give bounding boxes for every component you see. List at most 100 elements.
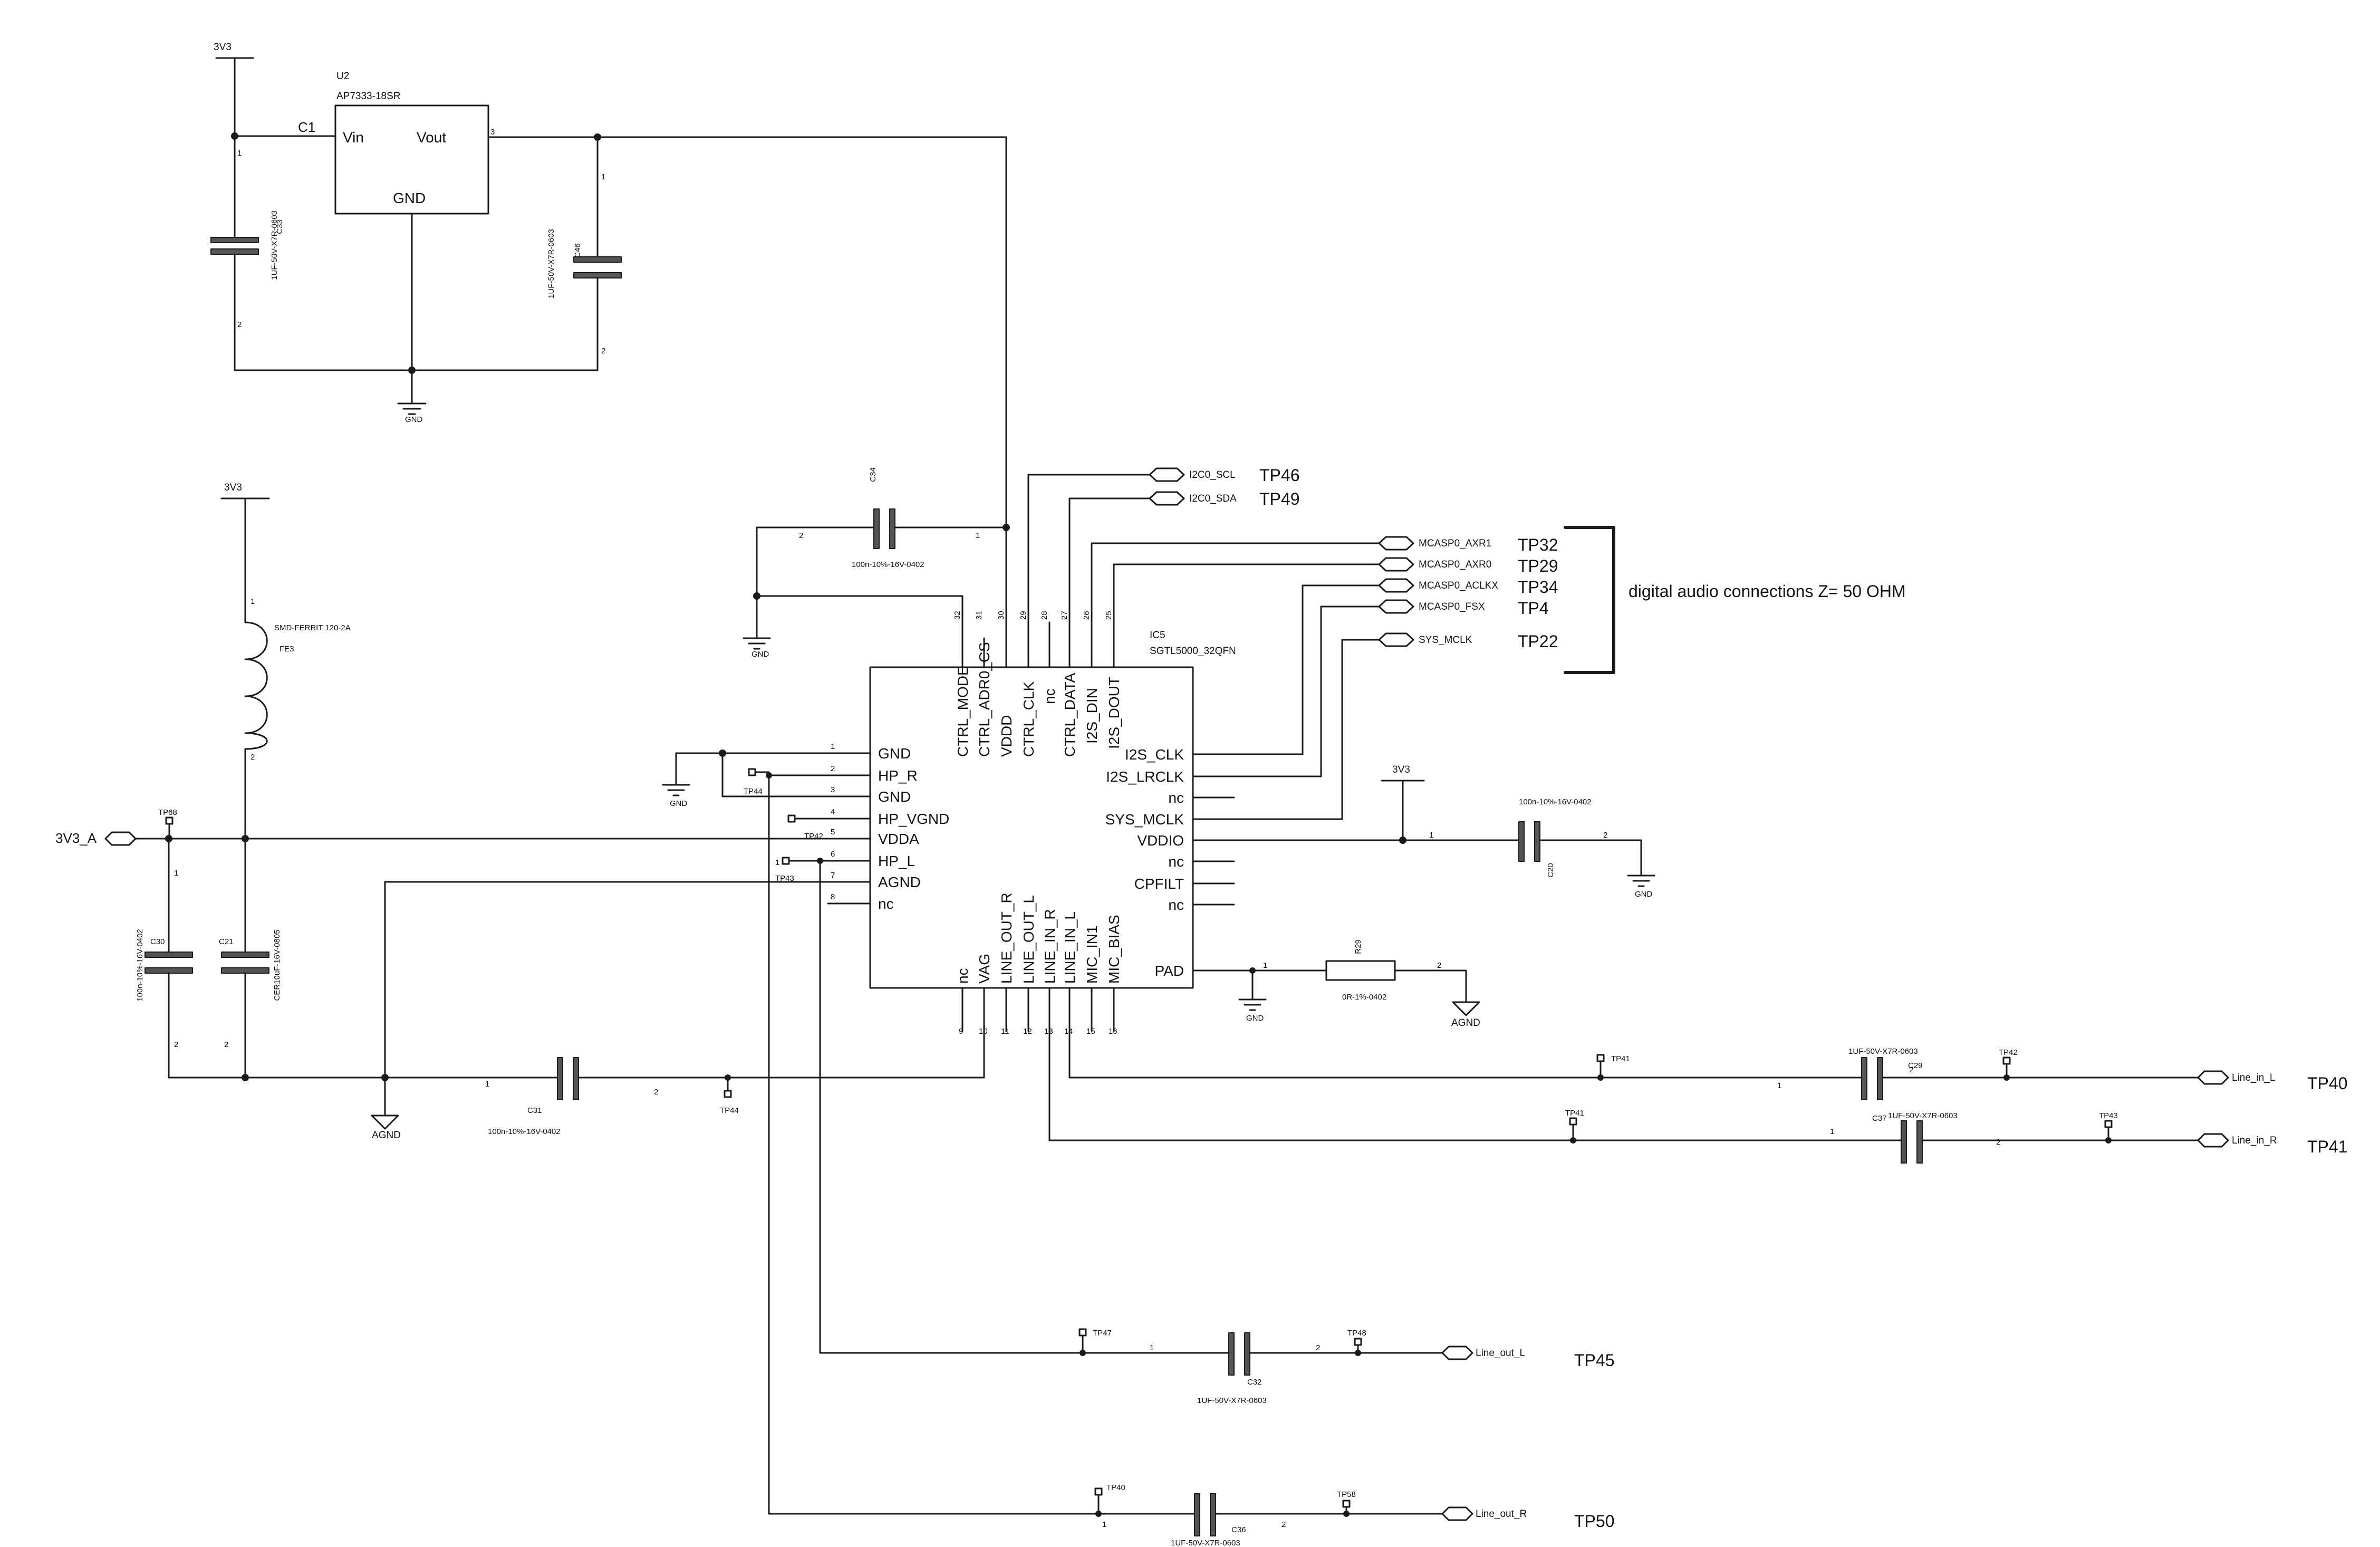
regulator-part: AP7333-18SR xyxy=(336,91,400,102)
c33-ref: C33 xyxy=(275,219,284,234)
codec-bottom-pin-12-num: 12 xyxy=(1023,1027,1032,1036)
c29-pin1: 1 xyxy=(1777,1081,1781,1090)
codec-left-pin-7-num: 7 xyxy=(831,871,835,880)
mcasp-aclkx-tp: TP34 xyxy=(1518,578,1558,597)
codec-top-pin-ctrl-data: CTRL_DATA xyxy=(1062,672,1078,757)
r29-value: 0R-1%-0402 xyxy=(1342,993,1386,1002)
tp68-label: TP68 xyxy=(158,808,177,817)
regulator-pin3: 3 xyxy=(490,128,495,137)
codec-right-pin-sys-mclk: SYS_MCLK xyxy=(1105,811,1184,828)
left-side-nets: GND TP44 TP42 TP43 1 xyxy=(384,750,829,1515)
tp43-pin1: 1 xyxy=(775,858,779,867)
codec-bottom-pin-mic-in1: MIC_IN1 xyxy=(1084,926,1100,984)
r29-ref: R29 xyxy=(1354,939,1363,954)
i2c-scl-tp: TP46 xyxy=(1259,466,1299,485)
line-out-l-tp: TP45 xyxy=(1574,1351,1614,1370)
digital-audio-note: digital audio connections Z= 50 OHM xyxy=(1629,582,1906,601)
regulator-vin: Vin xyxy=(343,129,364,146)
c37-ref: C37 xyxy=(1872,1114,1887,1123)
tp47-label: TP47 xyxy=(1093,1329,1112,1338)
codec-left-pin-gnd3: GND xyxy=(878,789,911,805)
codec-right-pin-vddio: VDDIO xyxy=(1137,832,1184,849)
mcasp-axr0-tp: TP29 xyxy=(1518,556,1558,575)
c46-value: 1UF-50V-X7R-0603 xyxy=(547,229,556,299)
codec-right-pin-cpfilt: CPFILT xyxy=(1134,876,1184,892)
codec-left-pin-8-num: 8 xyxy=(831,892,835,901)
codec-bottom-pin-vag: VAG xyxy=(976,954,993,984)
c30-pin2: 2 xyxy=(174,1040,178,1049)
codec-bottom-pin-10-num: 10 xyxy=(979,1027,988,1036)
c20-ref: C20 xyxy=(1546,863,1555,878)
codec-part: SGTL5000_32QFN xyxy=(1150,646,1236,657)
fe3-pin1: 1 xyxy=(250,597,255,606)
c29-ref: C29 xyxy=(1908,1061,1923,1070)
vddio-section: 3V3 GND 100n-10%-16V-0402 C20 1 2 xyxy=(1233,764,1655,899)
codec-bottom-pin-13-num: 13 xyxy=(1044,1027,1053,1036)
line-in-l-label: Line_in_L xyxy=(2232,1072,2275,1083)
codec-top-pin-28-num: 28 xyxy=(1040,611,1049,620)
tp43-hp-l-label: TP43 xyxy=(775,874,794,883)
tp44-hp-r-label: TP44 xyxy=(744,787,763,796)
c21-ref: C21 xyxy=(219,937,234,946)
codec-right-pin-i2s-lrclk: I2S_LRCLK xyxy=(1106,768,1184,785)
left-gnd-symbol: GND xyxy=(670,799,688,808)
tp44-vag-label: TP44 xyxy=(720,1106,739,1115)
fe3-ref: FE3 xyxy=(280,645,294,654)
c34-gnd-symbol: GND xyxy=(751,650,769,659)
codec-left-pin-6-num: 6 xyxy=(831,850,835,859)
i2c-sda-label: I2C0_SDA xyxy=(1189,493,1237,504)
codec-bottom-pin-9-num: 9 xyxy=(959,1027,963,1036)
codec-top-pin-25-num: 25 xyxy=(1104,611,1113,620)
codec-top-pin-vddd: VDDD xyxy=(998,715,1015,757)
codec-top-pin-ctrl-mode: CTRL_MODE xyxy=(955,666,971,757)
tp43-line-in-r-label: TP43 xyxy=(2099,1111,2118,1120)
c37-pin1: 1 xyxy=(1830,1127,1834,1136)
tp48-label: TP48 xyxy=(1347,1329,1366,1338)
c33-pin2: 2 xyxy=(237,320,242,329)
c32-ref: C32 xyxy=(1247,1378,1262,1387)
sys-mclk-label: SYS_MCLK xyxy=(1419,635,1472,646)
c34-pin2: 2 xyxy=(799,531,803,540)
c20-value: 100n-10%-16V-0402 xyxy=(1519,797,1592,806)
c36-pin1: 1 xyxy=(1102,1520,1106,1529)
codec-bottom-pin-11-num: 11 xyxy=(1001,1027,1009,1036)
supply-label-3v3-top: 3V3 xyxy=(214,42,232,53)
c37-value: 1UF-50V-X7R-0603 xyxy=(1888,1111,1958,1120)
codec-top-pin-30-num: 30 xyxy=(997,611,1006,620)
c34-value: 100n-10%-16V-0402 xyxy=(852,560,924,569)
vdda-section: 3V3 1 2 SMD-FERRIT 120-2A FE3 3V3_A TP68… xyxy=(55,482,985,1141)
line-in-l-section: TP41 1 TP42 2 1UF-50V-X7R-0603 C29 Line_… xyxy=(1068,1030,2347,1100)
codec-bottom-pin-line-out-r: LINE_OUT_R xyxy=(998,892,1015,984)
codec-top-pin-i2s-dout: I2S_DOUT xyxy=(1106,677,1122,749)
line-out-r-label: Line_out_R xyxy=(1476,1508,1527,1520)
mcasp-axr0-label: MCASP0_AXR0 xyxy=(1419,559,1491,570)
mcasp-axr1-tp: TP32 xyxy=(1518,535,1558,554)
c30-value: 100n-10%-16V-0402 xyxy=(136,929,144,1002)
regulator-gnd: GND xyxy=(393,190,426,206)
codec-top-pin-27-num: 27 xyxy=(1060,611,1069,620)
ferrite-supply-label: 3V3 xyxy=(224,482,242,493)
codec-top-pin-nc: nc xyxy=(1042,688,1058,704)
sys-mclk-tp: TP22 xyxy=(1518,632,1558,651)
c34-pin1: 1 xyxy=(976,531,980,540)
c20-pin2: 2 xyxy=(1603,831,1607,840)
tp41-line-in-r-label: TP41 xyxy=(1565,1109,1584,1118)
codec-bottom-pin-line-in-l: LINE_IN_L xyxy=(1062,911,1078,984)
line-in-r-section: TP41 1 TP43 2 C37 1UF-50V-X7R-0603 Line_… xyxy=(1048,1030,2347,1164)
c37-pin2: 2 xyxy=(1996,1138,2000,1147)
codec-right-pin-pad: PAD xyxy=(1155,963,1184,979)
c36-value: 1UF-50V-X7R-0603 xyxy=(1171,1539,1240,1547)
codec-top-pin-i2s-din: I2S_DIN xyxy=(1084,688,1100,744)
codec-left-pins: 1 2 3 4 5 6 7 8 GND HP_R GND HP_VGND VDD… xyxy=(768,742,949,912)
codec-bottom-pins: 9 10 11 12 13 14 15 16 nc VAG LINE_OUT_R… xyxy=(955,892,1122,1036)
codec-left-pin-vdda: VDDA xyxy=(878,831,919,847)
line-in-l-tp: TP40 xyxy=(2307,1074,2347,1093)
c36-pin2: 2 xyxy=(1281,1520,1286,1529)
i2c-nets: I2C0_SCL TP46 I2C0_SDA TP49 xyxy=(1027,466,1299,508)
codec-left-pin-3-num: 3 xyxy=(831,785,835,794)
line-out-l-label: Line_out_L xyxy=(1476,1348,1525,1359)
c20-gnd-symbol: GND xyxy=(1635,890,1653,899)
tp58-label: TP58 xyxy=(1337,1490,1356,1499)
codec-bottom-pin-14-num: 14 xyxy=(1064,1027,1073,1036)
